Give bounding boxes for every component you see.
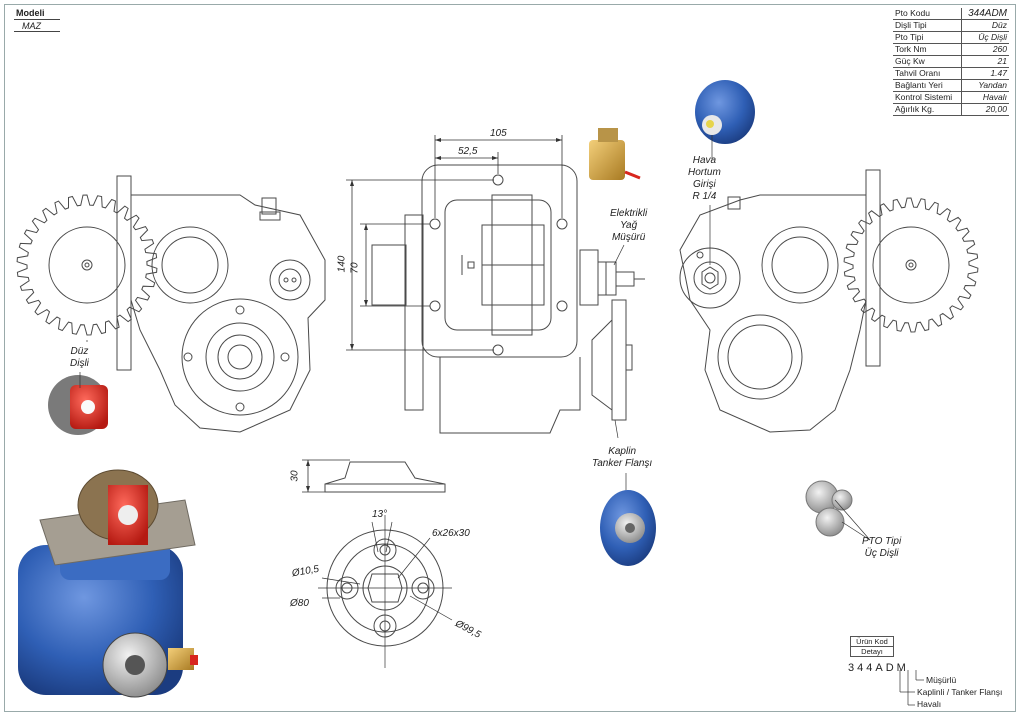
- code-legend-havali: Havalı: [917, 699, 942, 709]
- label-line: Yağ: [620, 220, 638, 231]
- gear-teeth-outline: [16, 194, 158, 336]
- dim-13-deg: 13°: [372, 509, 388, 520]
- dim-52-5: 52,5: [458, 146, 478, 157]
- spec-label: Bağlantı Yeri: [893, 79, 962, 92]
- label-line: Elektrikli: [610, 208, 648, 219]
- label-hava-hortum: Hava Hortum Girişi R 1/4: [688, 155, 721, 203]
- code-legend-kaplinli: Kaplinli / Tanker Flanşı: [917, 687, 1003, 697]
- spec-value: Havalı: [961, 91, 1009, 104]
- dim-30: 30: [289, 470, 301, 482]
- spec-value: 1.47: [961, 67, 1009, 80]
- label-line: Düz: [70, 346, 89, 357]
- label-line: Müşürü: [611, 232, 646, 243]
- spec-value: 260: [961, 43, 1009, 56]
- model-box: Modeli MAZ: [14, 8, 60, 32]
- code-detail-title: Ürün Kod: [856, 637, 888, 646]
- right-gear: [843, 197, 979, 333]
- model-value: MAZ: [14, 20, 60, 32]
- dim-105: 105: [490, 128, 507, 139]
- spec-value: 21: [961, 55, 1009, 68]
- spec-label: Ağırlık Kg.: [893, 103, 962, 116]
- dim-70: 70: [349, 262, 361, 274]
- label-line: Hortum: [688, 167, 721, 178]
- spec-label: Dişli Tipi: [893, 19, 962, 32]
- spur-gear-render: [48, 375, 108, 435]
- label-line: Üç Dişli: [864, 548, 899, 559]
- code-detail-subtitle: Detayı: [851, 646, 893, 656]
- label-line: Hava: [692, 155, 717, 166]
- spec-label: Pto Kodu: [893, 8, 962, 20]
- dim-phi-80: Ø80: [290, 598, 309, 609]
- label-line: Girişi: [693, 179, 716, 190]
- tanker-flange-render: [600, 490, 656, 566]
- label-kaplin: Kaplin Tanker Flanşı: [592, 446, 652, 470]
- spec-value: Düz: [961, 19, 1009, 32]
- label-elektrikli: Elektrikli Yağ Müşürü: [610, 208, 647, 244]
- dim-140: 140: [336, 255, 348, 273]
- main-3d-render: [18, 469, 198, 698]
- label-line: Tanker Flanşı: [592, 458, 653, 469]
- label-line: Kaplin: [608, 446, 637, 457]
- spec-label: Pto Tipi: [893, 31, 962, 44]
- air-inlet-render: [695, 80, 755, 144]
- spec-value: 20,00: [961, 103, 1009, 116]
- spec-value: Yandan: [961, 79, 1009, 92]
- code-detail-box: Ürün Kod Detayı: [850, 636, 894, 657]
- spec-label: Tork Nm: [893, 43, 962, 56]
- label-line: PTO Tipi: [862, 536, 902, 547]
- label-duz-disli: Düz Dişli: [70, 346, 89, 370]
- code-legend-musurlu: Müşürlü: [926, 675, 957, 685]
- model-header: Modeli: [14, 8, 60, 20]
- spec-label: Güç Kw: [893, 55, 962, 68]
- spec-value: 344ADM: [961, 8, 1009, 20]
- label-line: R 1/4: [692, 191, 717, 202]
- label-pto-tipi: PTO Tipi Üç Dişli: [862, 536, 901, 560]
- spec-label: Kontrol Sistemi: [893, 91, 962, 104]
- spec-label: Tahvil Oranı: [893, 67, 962, 80]
- oil-switch-render: [589, 128, 641, 180]
- gear-teeth-outline: [843, 197, 979, 333]
- drawing-sheet: [4, 4, 1016, 712]
- code-characters: 344ADM: [848, 662, 909, 674]
- spec-value: Üç Dişli: [961, 31, 1009, 44]
- spec-row: Ağırlık Kg.20,00: [893, 103, 1009, 116]
- triple-gear-render: [805, 480, 871, 541]
- label-line: Dişli: [70, 358, 89, 369]
- dim-spline: 6x26x30: [432, 528, 470, 539]
- left-gear: [16, 194, 158, 336]
